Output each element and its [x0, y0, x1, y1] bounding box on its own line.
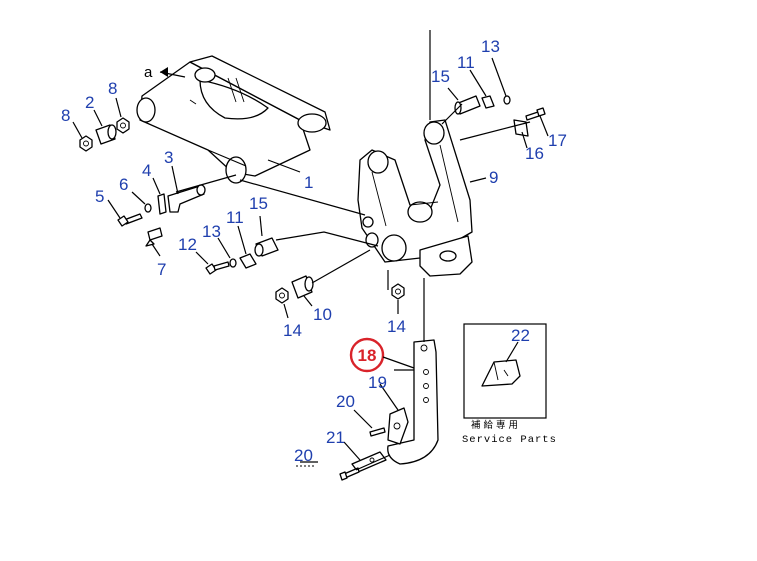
bolt-5 [117, 213, 143, 227]
callout-6: 6 [119, 175, 128, 194]
inset-title-en: Service Parts [462, 434, 557, 446]
bracket-part-9 [357, 119, 473, 277]
highlight-ring [349, 337, 385, 373]
washer-13 [229, 258, 237, 268]
callout-16: 16 [525, 144, 544, 163]
bolt-20-lower [339, 467, 360, 481]
highlighted-callout-18[interactable]: 18 [349, 337, 415, 373]
callout-9: 9 [489, 168, 498, 187]
callout-20-lower: 20 [294, 446, 313, 465]
nut-14-right [391, 283, 405, 300]
part-22-shape [481, 359, 521, 387]
fitting-7 [145, 227, 163, 247]
callout-10: 10 [313, 305, 332, 324]
nut-8-left [79, 135, 93, 152]
washer-13-right [503, 95, 511, 105]
bracket-16 [513, 119, 529, 137]
callout-19: 19 [368, 373, 387, 392]
bushing-2 [95, 124, 117, 145]
plate-part-18 [387, 339, 439, 465]
callout-11-left: 11 [226, 208, 244, 227]
bracket-3 [167, 184, 206, 213]
plate-11-right [481, 95, 495, 109]
callout-numbers: 8 2 8 3 4 6 5 7 1 13 11 15 12 14 10 14 1… [61, 37, 567, 465]
callout-1: 1 [304, 173, 313, 192]
callout-leaders [72, 57, 549, 463]
callout-12: 12 [178, 235, 197, 254]
callout-13-left: 13 [202, 222, 221, 241]
service-parts-inset: 補給専用 Service Parts [462, 323, 557, 446]
callout-5: 5 [95, 187, 104, 206]
callout-8-right: 8 [108, 79, 117, 98]
callout-3: 3 [164, 148, 173, 167]
callout-15-right: 15 [431, 67, 450, 86]
bushing-10 [291, 275, 314, 299]
view-marker-label: a [144, 64, 153, 81]
clip-19 [387, 407, 409, 445]
arm-part-1 [136, 55, 331, 184]
callout-21: 21 [326, 428, 345, 447]
washer-6 [144, 203, 152, 213]
pin-15 [254, 237, 279, 257]
view-arrow: a [144, 64, 186, 81]
callout-17: 17 [548, 131, 567, 150]
bolt-12 [205, 261, 230, 275]
callout-4: 4 [142, 161, 151, 180]
callout-15-left: 15 [249, 194, 268, 213]
inset-title-jp: 補給専用 [471, 419, 521, 431]
callout-22: 22 [511, 326, 530, 345]
callout-13-right: 13 [481, 37, 500, 56]
callout-7: 7 [157, 260, 166, 279]
callout-2: 2 [85, 93, 94, 112]
washer-4 [157, 193, 167, 215]
callout-18: 18 [358, 346, 377, 365]
bolt-17 [525, 107, 546, 121]
callout-14-right: 14 [387, 317, 406, 336]
callout-11-right: 11 [457, 53, 475, 72]
callout-8-left: 8 [61, 106, 70, 125]
bolt-20-upper [369, 427, 386, 437]
nut-14-left [275, 287, 289, 304]
assembly-lines [175, 30, 531, 471]
pin-15-right [454, 95, 481, 115]
nut-8-right [116, 117, 130, 134]
callout-20-upper: 20 [336, 392, 355, 411]
plate-11 [239, 253, 257, 269]
callout-14-left: 14 [283, 321, 302, 340]
